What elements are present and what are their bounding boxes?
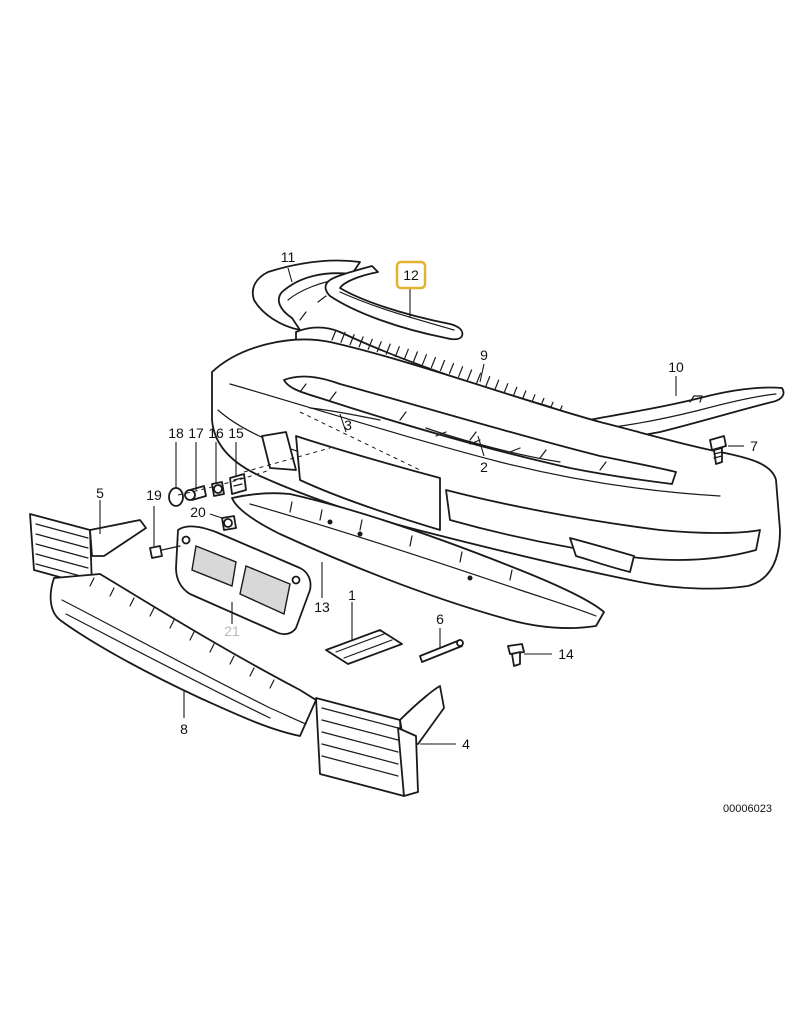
label-part-17[interactable]: 17	[188, 425, 204, 441]
part-12-seal-strip[interactable]	[324, 265, 464, 341]
part-2-support[interactable]	[425, 427, 561, 463]
label-part-2[interactable]: 2	[480, 459, 488, 475]
label-part-19[interactable]: 19	[146, 487, 162, 503]
label-part-11[interactable]: 11	[281, 249, 296, 265]
part-6-rod[interactable]	[419, 639, 464, 663]
part-3-support[interactable]	[309, 407, 381, 421]
label-part-9[interactable]: 9	[480, 347, 488, 363]
part-15-clip[interactable]	[229, 473, 247, 495]
part-18-cap[interactable]	[168, 487, 184, 507]
label-part-14[interactable]: 14	[558, 646, 574, 662]
part-5-left-vent[interactable]	[29, 513, 147, 587]
label-part-15[interactable]: 15	[228, 425, 244, 441]
label-part-8[interactable]: 8	[180, 721, 188, 737]
label-part-7[interactable]: 7	[750, 438, 758, 454]
part-19-screw[interactable]	[149, 545, 181, 559]
label-part-12[interactable]: 12	[403, 267, 419, 283]
label-part-1[interactable]: 1	[348, 587, 356, 603]
label-part-21[interactable]: 21	[224, 623, 240, 639]
part-16-nut[interactable]	[211, 481, 225, 497]
label-part-5[interactable]: 5	[96, 485, 104, 501]
part-20-bolt[interactable]	[221, 515, 237, 531]
part-1-bracket[interactable]	[325, 629, 403, 665]
label-part-13[interactable]: 13	[314, 599, 330, 615]
bumper-body[interactable]	[211, 338, 781, 590]
diagram-reference-code: 00006023	[723, 803, 772, 815]
highlight-box-part-12	[395, 260, 427, 290]
label-part-4[interactable]: 4	[462, 736, 470, 752]
label-part-3[interactable]: 3	[344, 417, 352, 433]
label-part-6[interactable]: 6	[436, 611, 444, 627]
part-13-spoiler[interactable]	[231, 492, 605, 629]
label-part-18[interactable]: 18	[168, 425, 184, 441]
part-7-clip[interactable]	[709, 435, 727, 465]
label-part-10[interactable]: 10	[668, 359, 684, 375]
part-labels: 11 12 9 10 7 3 2 18 17 16 15 19 5 20 21 …	[96, 249, 758, 752]
part-4-right-vent[interactable]	[315, 685, 445, 797]
part-14-rivet[interactable]	[507, 643, 525, 667]
part-21-bracket[interactable]	[175, 525, 312, 635]
part-8-lower-grille[interactable]	[49, 573, 317, 737]
leader-lines	[99, 267, 744, 745]
label-part-20[interactable]: 20	[190, 504, 206, 520]
label-part-16[interactable]: 16	[208, 425, 224, 441]
